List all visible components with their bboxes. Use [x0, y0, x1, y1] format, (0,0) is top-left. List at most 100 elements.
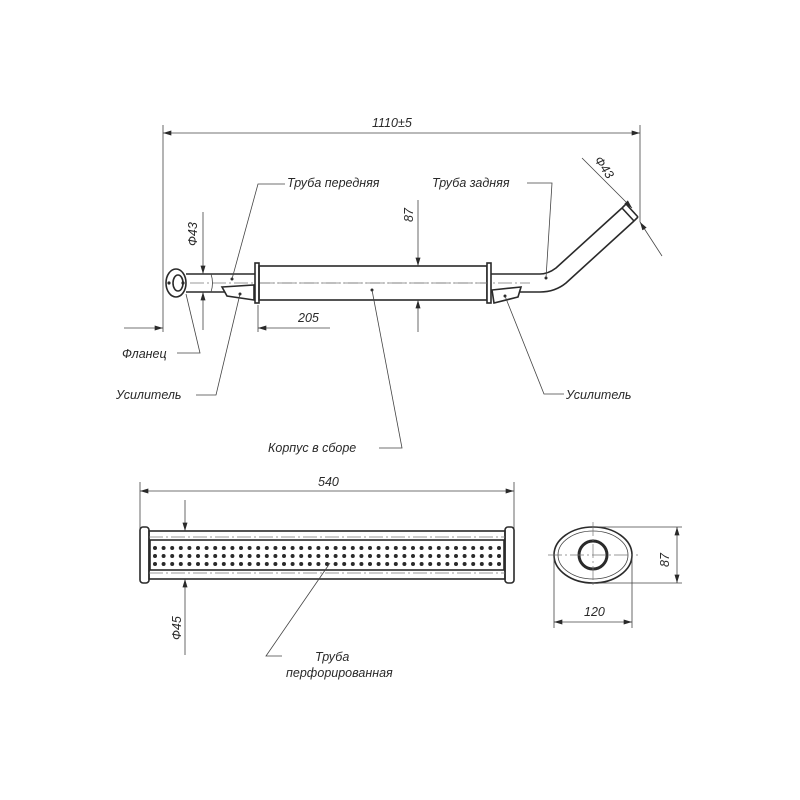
perforation-hole: [462, 562, 467, 566]
perforation-hole: [299, 554, 304, 558]
section-view: 540 Ф45 Труба перфорированная: [139, 475, 515, 680]
perforation-hole: [436, 562, 441, 566]
perforation-hole: [385, 546, 390, 550]
perforation-hole: [350, 562, 355, 566]
perforation-hole: [204, 546, 209, 550]
perforation-hole: [333, 554, 338, 558]
perforation-hole: [325, 546, 329, 550]
perforation-hole: [256, 546, 261, 550]
overall-length-text: 1110±5: [372, 116, 412, 130]
perforation-hole: [307, 546, 312, 550]
body-height-text: 87: [402, 207, 416, 222]
perforation-hole: [153, 546, 157, 550]
perforation-hole: [230, 554, 235, 558]
perforation-hole: [479, 554, 484, 558]
perforation-hole: [428, 562, 433, 566]
perforation-holes: [153, 546, 501, 566]
perforation-hole: [376, 554, 381, 558]
perforation-hole: [290, 554, 295, 558]
perforation-hole: [204, 562, 209, 566]
perforation-hole: [428, 554, 433, 558]
perforation-hole: [454, 546, 458, 550]
leader-line: [265, 562, 331, 657]
end-cap-left: [139, 526, 150, 584]
perforation-hole: [178, 546, 183, 550]
rear-pipe: [491, 203, 639, 293]
perforation-hole: [350, 546, 355, 550]
perforation-hole: [393, 562, 398, 566]
section-length-text: 540: [318, 475, 339, 489]
perforation-hole: [299, 562, 304, 566]
perforation-hole: [359, 562, 364, 566]
perforation-hole: [445, 546, 450, 550]
perforation-hole: [204, 554, 209, 558]
perforation-hole: [316, 554, 321, 558]
perforation-hole: [264, 562, 269, 566]
perforation-hole: [230, 562, 235, 566]
end-cap-right: [504, 526, 515, 584]
perforation-hole: [471, 546, 476, 550]
perforation-hole: [316, 562, 321, 566]
perforation-hole: [368, 554, 372, 558]
perforation-hole: [436, 546, 441, 550]
end-width-text: 120: [584, 605, 605, 619]
perforation-hole: [419, 562, 424, 566]
leader-line: [231, 183, 285, 280]
perforation-hole: [479, 546, 484, 550]
perforation-hole: [402, 562, 407, 566]
perforation-hole: [385, 554, 390, 558]
perforation-hole: [411, 546, 415, 550]
body-assembly: [254, 262, 492, 304]
perforation-hole: [307, 554, 312, 558]
leader-line: [196, 293, 241, 396]
perforation-hole: [462, 554, 467, 558]
leader-line: [177, 293, 201, 354]
perforated-pipe: [149, 539, 505, 571]
perforation-hole: [264, 554, 269, 558]
perforation-hole: [393, 554, 398, 558]
leader-line: [527, 182, 553, 279]
perforation-hole: [187, 554, 192, 558]
label-reinforcement-right: Усилитель: [565, 388, 632, 402]
perforation-hole: [221, 554, 226, 558]
perforation-hole: [161, 546, 166, 550]
perforation-hole: [497, 562, 501, 566]
end-height-text: 87: [658, 552, 672, 567]
perforation-hole: [170, 562, 175, 566]
label-rear-pipe: Труба задняя: [432, 176, 510, 190]
perforation-hole: [187, 546, 192, 550]
perforation-hole: [454, 562, 458, 566]
end-view: 87 120: [548, 522, 682, 628]
label-body-assembly: Корпус в сборе: [268, 441, 356, 455]
perforation-hole: [153, 562, 157, 566]
perforation-hole: [153, 554, 157, 558]
perforation-hole: [264, 546, 269, 550]
perforation-hole: [454, 554, 458, 558]
perforation-hole: [256, 562, 261, 566]
perforation-hole: [376, 562, 381, 566]
perforation-hole: [411, 562, 415, 566]
perforation-hole: [247, 554, 252, 558]
perforation-hole: [445, 562, 450, 566]
label-front-pipe: Труба передняя: [287, 176, 380, 190]
perforation-hole: [350, 554, 355, 558]
perforation-hole: [342, 554, 347, 558]
perforation-hole: [419, 546, 424, 550]
label-reinforcement-left: Усилитель: [115, 388, 182, 402]
pipe-diameter-text: Ф45: [170, 616, 184, 640]
perforation-hole: [462, 546, 467, 550]
perforation-hole: [213, 554, 218, 558]
inlet-offset-text: 205: [297, 311, 319, 325]
perforation-hole: [256, 554, 261, 558]
label-perforated-pipe-line2: перфорированная: [286, 666, 393, 680]
perforation-hole: [342, 562, 347, 566]
perforation-hole: [273, 554, 278, 558]
perforation-hole: [221, 562, 226, 566]
perforation-hole: [170, 546, 175, 550]
perforation-hole: [488, 562, 493, 566]
reinforcement-right: [491, 286, 523, 304]
perforation-hole: [290, 546, 295, 550]
perforation-hole: [161, 562, 166, 566]
perforation-hole: [196, 562, 200, 566]
